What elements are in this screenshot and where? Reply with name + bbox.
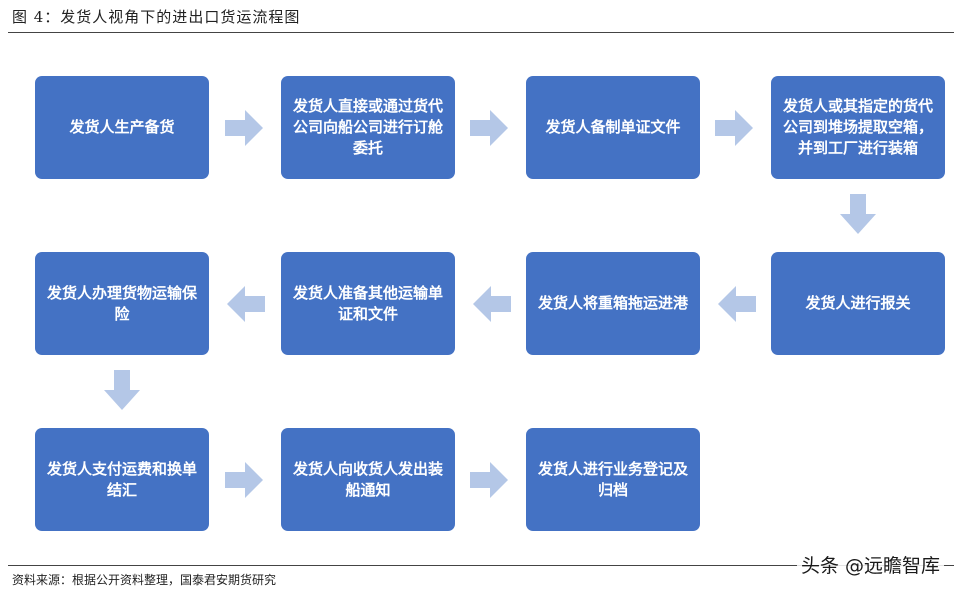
arrow-right-icon <box>225 462 263 498</box>
step-4-label: 发货人或其指定的货代公司到堆场提取空箱，并到工厂进行装箱 <box>782 97 933 157</box>
step-10-box: 发货人向收货人发出装船通知 <box>281 428 455 531</box>
step-9-label: 发货人支付运费和换单结汇 <box>46 459 197 499</box>
step-8-box: 发货人办理货物运输保险 <box>35 252 209 355</box>
watermark-text: 头条 @远瞻智库 <box>796 551 944 578</box>
step-5-box: 发货人进行报关 <box>771 252 945 355</box>
bottom-rule <box>8 565 954 566</box>
top-rule <box>8 32 954 33</box>
source-note: 资料来源：根据公开资料整理，国泰君安期货研究 <box>12 573 277 587</box>
step-5-label: 发货人进行报关 <box>805 294 911 312</box>
arrow-right-icon <box>225 110 263 146</box>
step-6-box: 发货人将重箱拖运进港 <box>526 252 700 355</box>
step-6-label: 发货人将重箱拖运进港 <box>537 294 688 312</box>
step-2-label: 发货人直接或通过货代公司向船公司进行订舱委托 <box>292 97 443 157</box>
step-8-label: 发货人办理货物运输保险 <box>46 283 197 323</box>
arrow-left-icon <box>227 286 265 322</box>
arrow-down-icon <box>104 370 140 410</box>
step-1-label: 发货人生产备货 <box>69 118 175 136</box>
step-10-label: 发货人向收货人发出装船通知 <box>292 459 443 499</box>
step-4-box: 发货人或其指定的货代公司到堆场提取空箱，并到工厂进行装箱 <box>771 76 945 179</box>
figure-title: 图 4：发货人视角下的进出口货运流程图 <box>12 8 301 26</box>
step-7-label: 发货人准备其他运输单证和文件 <box>292 283 443 323</box>
arrow-down-icon <box>840 194 876 234</box>
step-9-box: 发货人支付运费和换单结汇 <box>35 428 209 531</box>
arrow-right-icon <box>470 462 508 498</box>
step-11-label: 发货人进行业务登记及归档 <box>537 459 688 499</box>
step-7-box: 发货人准备其他运输单证和文件 <box>281 252 455 355</box>
arrow-left-icon <box>718 286 756 322</box>
step-3-label: 发货人备制单证文件 <box>545 118 681 136</box>
step-11-box: 发货人进行业务登记及归档 <box>526 428 700 531</box>
arrow-right-icon <box>715 110 753 146</box>
arrow-right-icon <box>470 110 508 146</box>
arrow-left-icon <box>473 286 511 322</box>
step-3-box: 发货人备制单证文件 <box>526 76 700 179</box>
step-2-box: 发货人直接或通过货代公司向船公司进行订舱委托 <box>281 76 455 179</box>
step-1-box: 发货人生产备货 <box>35 76 209 179</box>
